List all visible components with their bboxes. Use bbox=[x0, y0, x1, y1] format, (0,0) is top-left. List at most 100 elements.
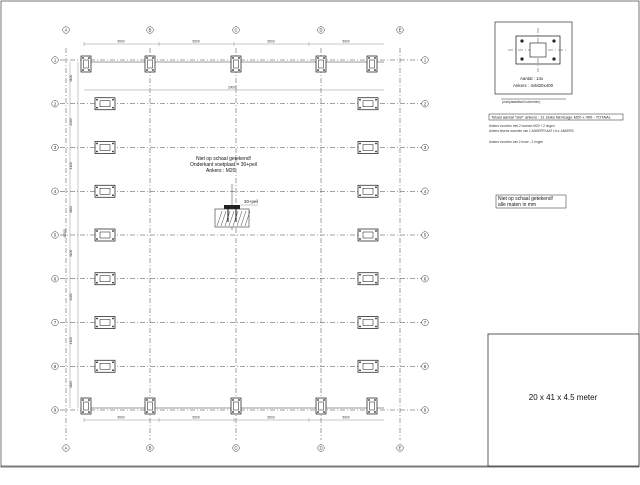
anchor-bolt-dot-icon bbox=[82, 411, 84, 413]
anchor-bolt-dot-icon bbox=[146, 69, 148, 71]
plate-bottom-3 bbox=[315, 397, 327, 415]
anchor-bolt-dot-icon bbox=[96, 325, 98, 328]
peil-label: 30+peil bbox=[244, 199, 258, 204]
anchor-bolt-dot-icon bbox=[375, 361, 377, 364]
anchor-bolt-dot-icon bbox=[359, 317, 361, 320]
row-bubble-right-2: 2 bbox=[421, 100, 429, 108]
grid-axis-bubble-icon bbox=[62, 26, 70, 34]
col-bubble-bottom-E: E bbox=[396, 444, 404, 452]
anchor-bolt-dot-icon bbox=[112, 325, 114, 328]
anchor-bolt-dot-icon bbox=[323, 57, 325, 59]
anchor-bolt-dot-icon bbox=[238, 411, 240, 413]
column-profile bbox=[99, 188, 111, 195]
anchor-bolt-dot-icon bbox=[82, 69, 84, 71]
row-bubble-left-4: 4 bbox=[51, 187, 59, 195]
col-bubble-top-B: B bbox=[146, 26, 154, 34]
anchor-bolt-dot-icon bbox=[374, 411, 376, 413]
detail-anchor-bolt-3 bbox=[520, 57, 524, 61]
plate-bottom-1 bbox=[144, 397, 156, 415]
plate-right-row-7 bbox=[357, 316, 379, 329]
anchor-bolt-dot-icon bbox=[146, 399, 148, 401]
plate-top-0 bbox=[80, 55, 92, 73]
anchor-bolt-dot-icon bbox=[88, 399, 90, 401]
anchor-bolt-dot-icon bbox=[359, 369, 361, 372]
legend-sub-2: Ankers tevens voorzien van 1 ANKERPLAAT … bbox=[489, 129, 574, 133]
base-plates bbox=[80, 55, 379, 415]
legend-sub-1: Ankers voorzien met 2 moeren M20 + 2 rin… bbox=[489, 124, 555, 128]
anchor-bolt-dot-icon bbox=[232, 69, 234, 71]
detail-caption: (voetplaatdetail kolommen) bbox=[502, 100, 540, 104]
grid-axis-label: 8 bbox=[424, 364, 427, 369]
anchor-bolt-dot-icon bbox=[112, 186, 114, 189]
grid-axis-bubble-icon bbox=[421, 362, 429, 370]
grid-axis-bubble-icon bbox=[396, 444, 404, 452]
anchor-bolt-dot-icon bbox=[88, 69, 90, 71]
column-profile bbox=[318, 401, 324, 411]
plate-right-row-2 bbox=[357, 97, 379, 111]
anchor-bolt-dot-icon bbox=[96, 98, 98, 101]
row-bubble-right-6: 6 bbox=[421, 275, 429, 283]
base-plate-detail-box: Aantal : 14x Ankers : 4xM20x400 (voetpla… bbox=[494, 21, 573, 104]
plate-left-row-6 bbox=[94, 272, 116, 286]
dim-label-bay: 5000 bbox=[343, 416, 350, 420]
anchor-bolt-dot-icon bbox=[374, 399, 376, 401]
anchor-bolt-dot-icon bbox=[317, 69, 319, 71]
dim-label-total-length: 41000 bbox=[63, 229, 67, 238]
grid-axis-bubble-icon bbox=[62, 444, 70, 452]
grid-axis-label: A bbox=[65, 446, 68, 451]
anchor-bolt-dot-icon bbox=[359, 150, 361, 153]
grid-axis-label: 4 bbox=[54, 189, 57, 194]
dim-label-bay: 5000 bbox=[193, 40, 200, 44]
legend-main: Totaal aantal "stel" ankers : 11 stuks f… bbox=[491, 115, 612, 120]
grid-axis-label: 9 bbox=[54, 408, 57, 413]
hatch-line bbox=[240, 210, 247, 227]
row-bubble-right-8: 8 bbox=[421, 362, 429, 370]
anchor-bolt-dot-icon bbox=[96, 142, 98, 145]
col-bubble-top-E: E bbox=[396, 26, 404, 34]
hatch-line bbox=[244, 210, 251, 227]
grid-axis-bubble-icon bbox=[51, 100, 59, 108]
anchor-bolt-dot-icon bbox=[323, 411, 325, 413]
section-hatching bbox=[216, 210, 251, 227]
grid-axis-bubble-icon bbox=[421, 56, 429, 64]
grid-axis-label: D bbox=[319, 28, 322, 33]
anchor-bolt-dot-icon bbox=[359, 106, 361, 109]
col-bubble-top-A: A bbox=[62, 26, 70, 34]
center-note-line-1: Niet op schaal getekend! bbox=[196, 156, 251, 162]
anchor-bolt-dot-icon bbox=[82, 57, 84, 59]
anchor-bolt-dot-icon bbox=[238, 399, 240, 401]
center-section-detail: Niet op schaal getekend! Onderkant voetp… bbox=[190, 156, 258, 230]
plate-left-row-5 bbox=[94, 228, 116, 242]
row-bubble-left-5: 5 bbox=[51, 231, 59, 239]
hatch-line bbox=[228, 210, 235, 227]
plate-bottom-2 bbox=[230, 397, 242, 415]
row-bubble-right-3: 3 bbox=[421, 143, 429, 152]
dim-label-span: 4100 bbox=[69, 162, 73, 169]
anchor-bolt-dot-icon bbox=[112, 150, 114, 153]
title-block-frame bbox=[487, 333, 640, 467]
anchor-bolt-dot-icon bbox=[238, 57, 240, 59]
row-bubble-left-7: 7 bbox=[51, 318, 59, 327]
grid-axis-bubble-icon bbox=[421, 275, 429, 283]
building-dimensions: 20 x 41 x 4.5 meter bbox=[529, 393, 598, 402]
anchor-bolt-dot-icon bbox=[359, 238, 361, 240]
row-bubble-left-1: 1 bbox=[51, 56, 59, 64]
anchor-bolt-dot-icon bbox=[368, 57, 370, 59]
col-bubble-top-D: D bbox=[317, 26, 325, 34]
anchor-bolt-dot-icon bbox=[359, 281, 361, 284]
section-base-plate bbox=[224, 205, 240, 209]
grid-axis-label: 7 bbox=[424, 320, 427, 325]
detail-anchor-bolt-4 bbox=[552, 57, 556, 61]
grid-axis-label: 5 bbox=[424, 233, 427, 238]
anchor-bolt-dot-icon bbox=[96, 369, 98, 372]
anchor-bolt-dot-icon bbox=[375, 98, 377, 101]
anchor-bolt-dot-icon bbox=[96, 361, 98, 364]
anchor-bolt-dot-icon bbox=[112, 106, 114, 109]
anchor-bolt-dot-icon bbox=[238, 69, 240, 71]
column-profile bbox=[147, 401, 153, 411]
anchor-bolt-dot-icon bbox=[359, 194, 361, 197]
anchor-bolt-dot-icon bbox=[112, 273, 114, 276]
grid-axis-label: A bbox=[65, 28, 68, 33]
grid-axis-label: 8 bbox=[54, 364, 57, 369]
column-profile bbox=[99, 144, 111, 151]
